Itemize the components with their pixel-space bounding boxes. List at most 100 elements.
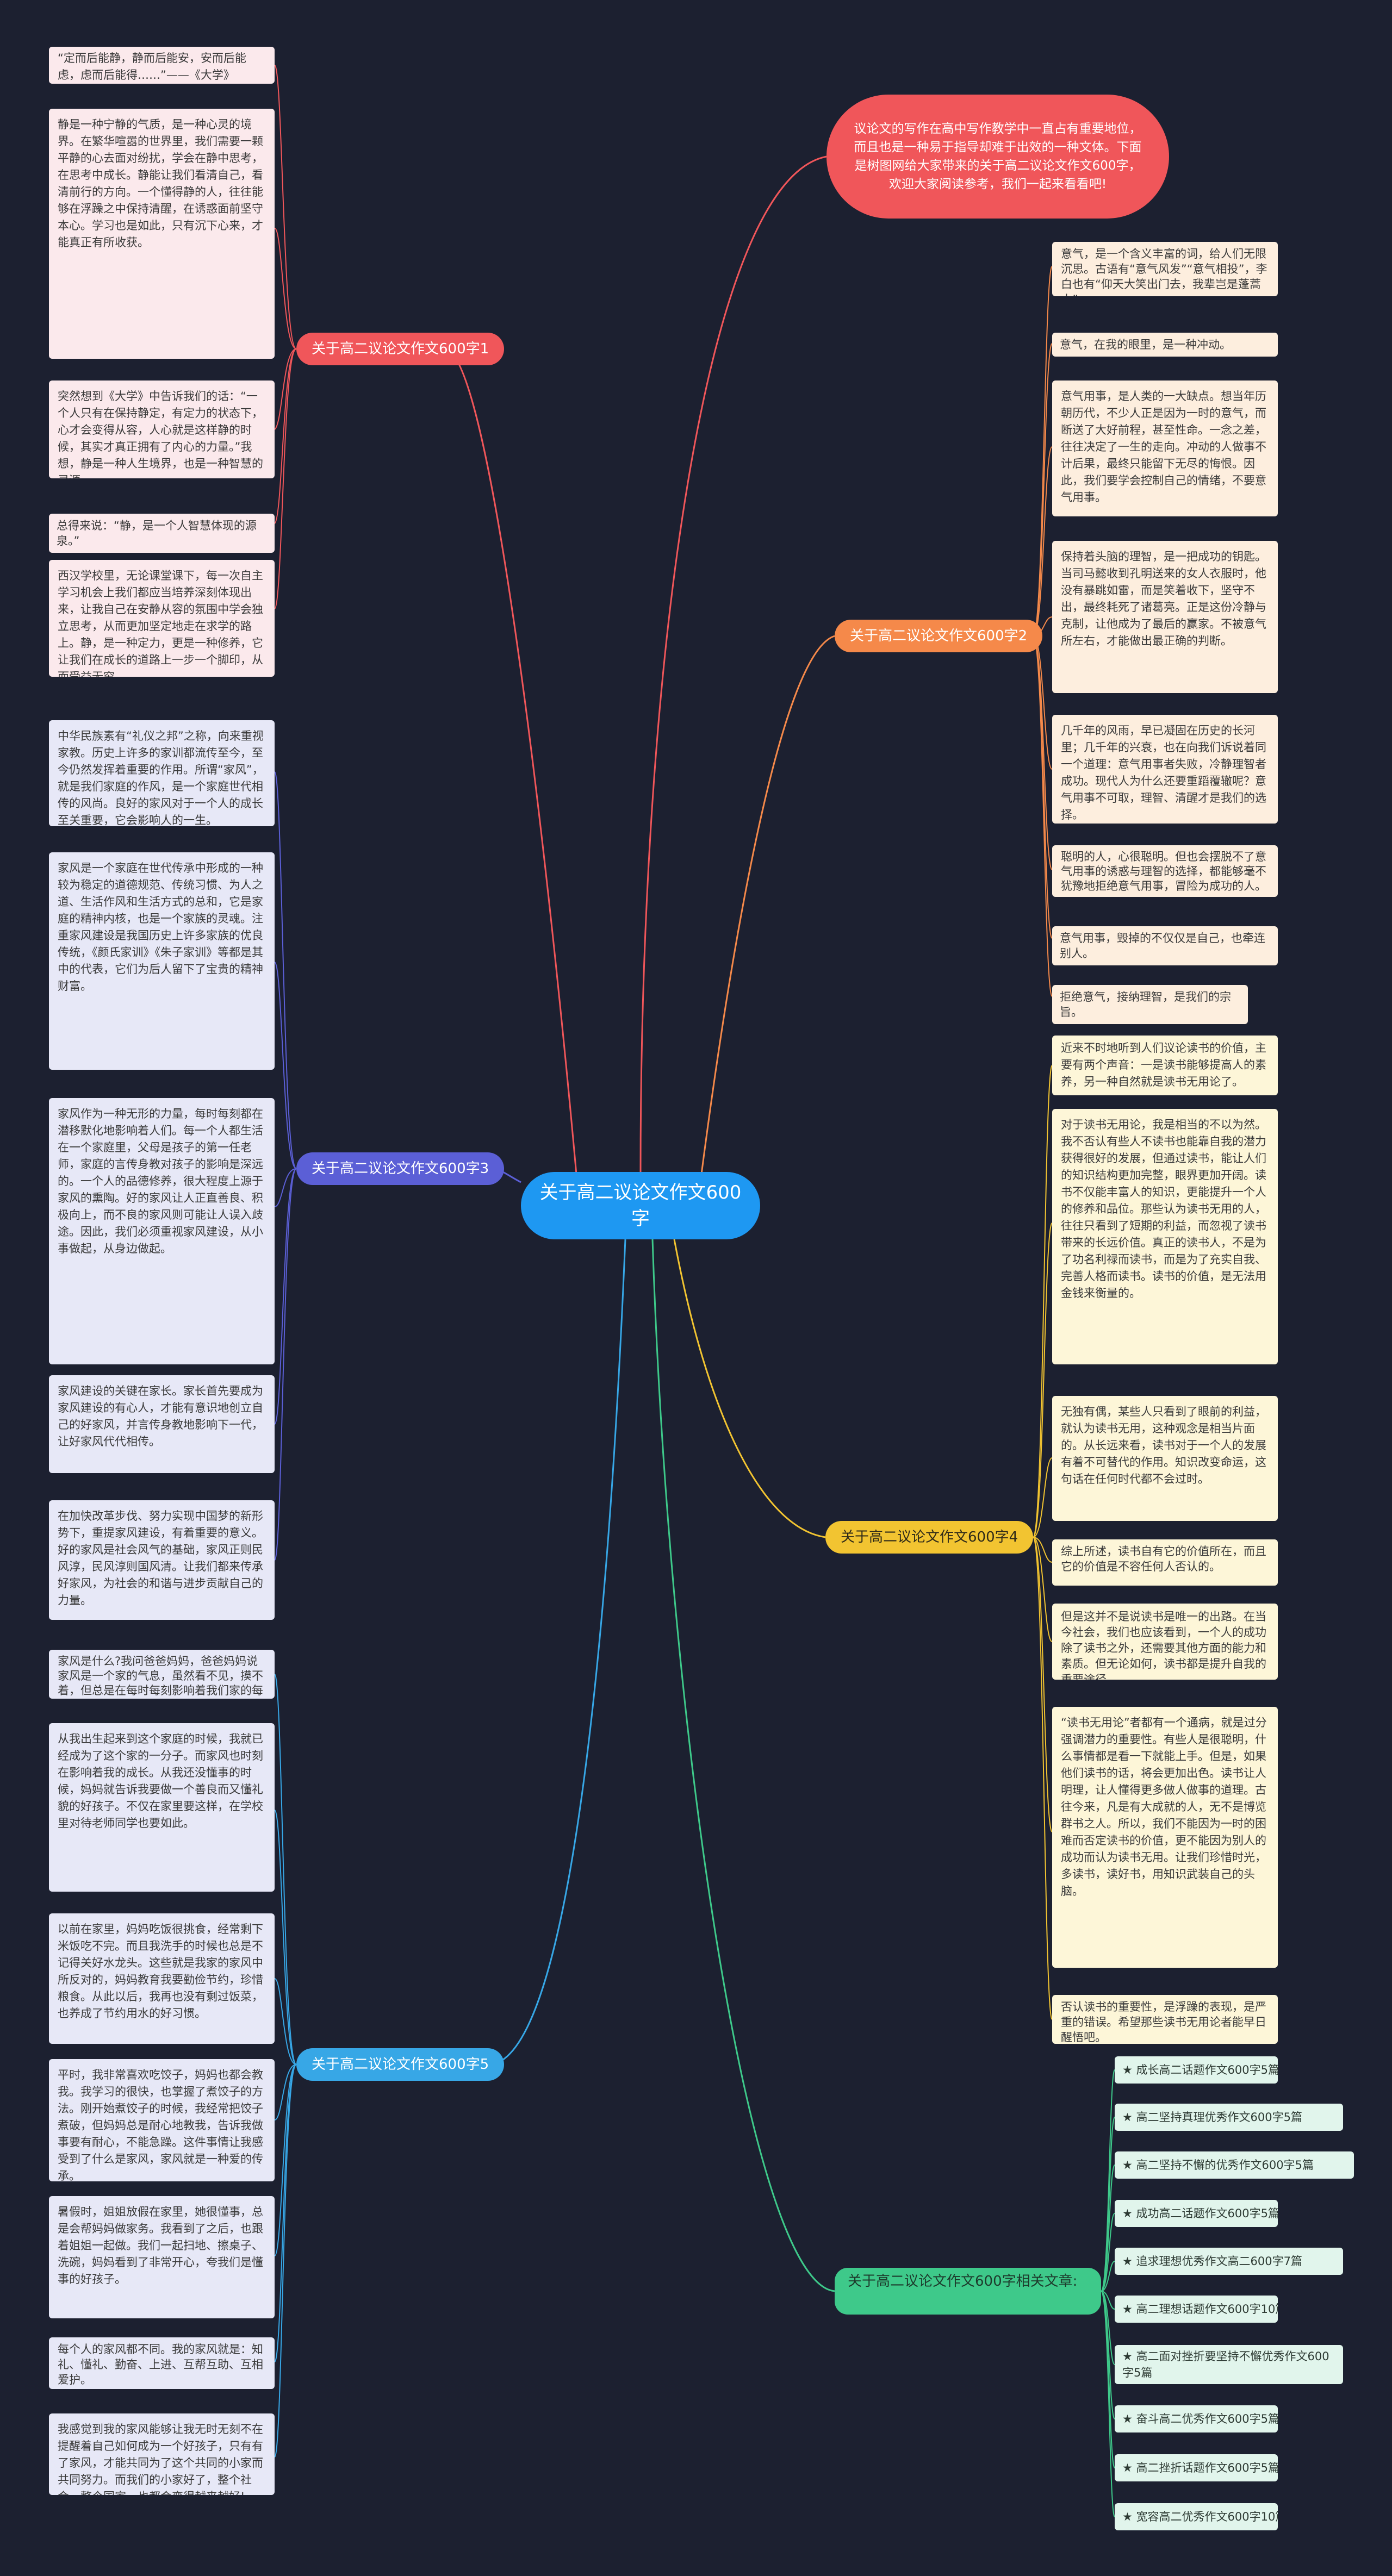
branch-2-card-7: 意气用事，毁掉的不仅仅是自己，也牵连别人。 — [1052, 926, 1278, 965]
branch-5-card-6: 每个人的家风都不同。我的家风就是：知礼、懂礼、勤奋、上进、互帮互助、互相爱护。 — [49, 2337, 275, 2389]
branch-2-card-1: 意气，是一个含义丰富的词，给人们无限沉思。古语有“意气风发”“意气相投”，李白也… — [1052, 242, 1278, 296]
branch-4[interactable]: 关于高二议论文作文600字4 — [825, 1521, 1034, 1554]
branch-1-card-2-text: 静是一种宁静的气质，是一种心灵的境界。在繁华喧嚣的世界里，我们需要一颗平静的心去… — [58, 118, 263, 249]
branch-4-card-2-text: 对于读书无用论，我是相当的不以为然。我不否认有些人不读书也能靠自我的潜力获得很好… — [1061, 1118, 1266, 1300]
branch-3-label: 关于高二议论文作文600字3 — [312, 1161, 489, 1177]
branch-1-label: 关于高二议论文作文600字1 — [312, 341, 489, 357]
branch-2-card-6: 聪明的人，心很聪明。但也会摆脱不了意气用事的诱惑与理智的选择，都能够毫不犹豫地拒… — [1052, 845, 1278, 897]
branch-4-card-4: 综上所述，读书自有它的价值所在，而且它的价值是不容任何人否认的。 — [1052, 1539, 1278, 1586]
branch-3-card-1-text: 中华民族素有“礼仪之邦”之称，向来重视家教。历史上许多的家训都流传至今，至今仍然… — [58, 729, 264, 826]
branch-2-card-2: 意气，在我的眼里，是一种冲动。 — [1052, 333, 1278, 357]
branch-1-card-3-text: 突然想到《大学》中告诉我们的话：“一个人只有在保持静定，有定力的状态下，心才会变… — [58, 390, 263, 478]
related-link-1-label: ★ 成长高二话题作文600字5篇 — [1122, 2063, 1278, 2076]
branch-2-card-1-text: 意气，是一个含义丰富的词，给人们无限沉思。古语有“意气风发”“意气相投”，李白也… — [1061, 247, 1267, 296]
related-link-10[interactable]: ★ 宽容高二优秀作文600字10篇 — [1115, 2503, 1278, 2530]
branch-4-card-7: 否认读书的重要性，是浮躁的表现，是严重的错误。希望那些读书无用论者能早日醒悟吧。 — [1052, 1995, 1278, 2044]
branch-4-card-2: 对于读书无用论，我是相当的不以为然。我不否认有些人不读书也能靠自我的潜力获得很好… — [1052, 1109, 1278, 1364]
related-link-9[interactable]: ★ 高二挫折话题作文600字5篇 — [1115, 2454, 1278, 2481]
branch-5[interactable]: 关于高二议论文作文600字5 — [296, 2048, 505, 2081]
related-link-10-label: ★ 宽容高二优秀作文600字10篇 — [1122, 2510, 1278, 2523]
branch-4-card-5: 但是这并不是说读书是唯一的出路。在当今社会，我们也应该看到，一个人的成功除了读书… — [1052, 1604, 1278, 1680]
related-link-3-label: ★ 高二坚持不懈的优秀作文600字5篇 — [1122, 2159, 1314, 2172]
branch-1-card-4: 总得来说：“静，是一个人智慧体现的源泉。” — [49, 514, 275, 553]
branch-4-card-7-text: 否认读书的重要性，是浮躁的表现，是严重的错误。希望那些读书无用论者能早日醒悟吧。 — [1061, 2000, 1266, 2044]
branch-1-card-3: 突然想到《大学》中告诉我们的话：“一个人只有在保持静定，有定力的状态下，心才会变… — [49, 381, 275, 478]
branch-1-card-5: 西汉学校里，无论课堂课下，每一次自主学习机会上我们都应当培养深刻体现出来，让我自… — [49, 560, 275, 677]
branch-3-card-4: 家风建设的关键在家长。家长首先要成为家风建设的有心人，才能有意识地创立自己的好家… — [49, 1375, 275, 1473]
branch-5-card-1: 家风是什么?我问爸爸妈妈，爸爸妈妈说家风是一个家的气息，虽然看不见，摸不着，但总… — [49, 1650, 275, 1699]
related-link-3[interactable]: ★ 高二坚持不懈的优秀作文600字5篇 — [1115, 2151, 1354, 2179]
branch-3-card-2-text: 家风是一个家庭在世代传承中形成的一种较为稳定的道德规范、传统习惯、为人之道、生活… — [58, 862, 263, 993]
branch-4-card-5-text: 但是这并不是说读书是唯一的出路。在当今社会，我们也应该看到，一个人的成功除了读书… — [1061, 1610, 1266, 1680]
branch-3-card-4-text: 家风建设的关键在家长。家长首先要成为家风建设的有心人，才能有意识地创立自己的好家… — [58, 1384, 263, 1448]
branch-3-card-3: 家风作为一种无形的力量，每时每刻都在潜移默化地影响着人们。每一个人都生活在一个家… — [49, 1098, 275, 1364]
branch-2-card-4-text: 保持着头脑的理智，是一把成功的钥匙。当司马懿收到孔明送来的女人衣服时，他没有暴跳… — [1061, 550, 1266, 647]
related-link-4[interactable]: ★ 成功高二话题作文600字5篇 — [1115, 2200, 1278, 2227]
branch-4-card-4-text: 综上所述，读书自有它的价值所在，而且它的价值是不容任何人否认的。 — [1061, 1545, 1266, 1573]
related-link-4-label: ★ 成功高二话题作文600字5篇 — [1122, 2207, 1278, 2220]
branch-5-card-4-text: 平时，我非常喜欢吃饺子，妈妈也都会教我。我学习的很快，也掌握了煮饺子的方法。刚开… — [58, 2068, 263, 2181]
branch-3-card-3-text: 家风作为一种无形的力量，每时每刻都在潜移默化地影响着人们。每一个人都生活在一个家… — [58, 1107, 263, 1255]
branch-5-card-2-text: 从我出生起来到这个家庭的时候，我就已经成为了这个家的一分子。而家风也时刻在影响着… — [58, 1732, 263, 1830]
branch-2-card-2-text: 意气，在我的眼里，是一种冲动。 — [1060, 338, 1231, 351]
related-link-2[interactable]: ★ 高二坚持真理优秀作文600字5篇 — [1115, 2104, 1343, 2131]
branch-2-card-8: 拒绝意气，接纳理智，是我们的宗旨。 — [1052, 985, 1248, 1024]
related-link-6[interactable]: ★ 高二理想话题作文600字10篇 — [1115, 2296, 1278, 2323]
branch-5-label: 关于高二议论文作文600字5 — [312, 2056, 489, 2073]
related-link-6-label: ★ 高二理想话题作文600字10篇 — [1122, 2303, 1278, 2316]
related-link-7[interactable]: ★ 高二面对挫折要坚持不懈优秀作文600字5篇 — [1115, 2345, 1343, 2384]
branch-4-card-1: 近来不时地听到人们议论读书的价值，主要有两个声音：一是读书能够提高人的素养，另一… — [1052, 1036, 1278, 1095]
branch-5-card-4: 平时，我非常喜欢吃饺子，妈妈也都会教我。我学习的很快，也掌握了煮饺子的方法。刚开… — [49, 2059, 275, 2181]
branch-5-card-5: 暑假时，姐姐放假在家里，她很懂事，总是会帮妈妈做家务。我看到了之后，也跟着姐姐一… — [49, 2196, 275, 2318]
branch-5-card-7: 我感觉到我的家风能够让我无时无刻不在提醒着自己如何成为一个好孩子，只有有了家风，… — [49, 2413, 275, 2495]
intro-node[interactable]: 议论文的写作在高中写作教学中一直占有重要地位，而且也是一种易于指导却难于出效的一… — [826, 95, 1169, 219]
branch-1[interactable]: 关于高二议论文作文600字1 — [296, 333, 505, 365]
root-topic[interactable]: 关于高二议论文作文600字 — [521, 1172, 760, 1239]
branch-2-card-5: 几千年的风雨，早已凝固在历史的长河里；几千年的兴衰，也在向我们诉说着同一个道理：… — [1052, 715, 1278, 824]
branch-2-card-3: 意气用事，是人类的一大缺点。想当年历朝历代，不少人正是因为一时的意气，而断送了大… — [1052, 381, 1278, 516]
branch-1-card-4-text: 总得来说：“静，是一个人智慧体现的源泉。” — [57, 519, 257, 547]
branch-1-card-1: “定而后能静，静而后能安，安而后能虑，虑而后能得……”——《大学》 — [49, 47, 275, 84]
related-link-7-label: ★ 高二面对挫折要坚持不懈优秀作文600字5篇 — [1122, 2350, 1329, 2379]
branch-3-card-5-text: 在加快改革步伐、努力实现中国梦的新形势下，重提家风建设，有着重要的意义。好的家风… — [58, 1510, 263, 1607]
related-link-8-label: ★ 奋斗高二优秀作文600字5篇 — [1122, 2412, 1278, 2425]
branch-5-card-6-text: 每个人的家风都不同。我的家风就是：知礼、懂礼、勤奋、上进、互帮互助、互相爱护。 — [58, 2343, 263, 2386]
related-link-5-label: ★ 追求理想优秀作文高二600字7篇 — [1122, 2255, 1302, 2268]
branch-3-card-2: 家风是一个家庭在世代传承中形成的一种较为稳定的道德规范、传统习惯、为人之道、生活… — [49, 852, 275, 1070]
branch-4-label: 关于高二议论文作文600字4 — [841, 1529, 1018, 1545]
branch-1-card-1-text: “定而后能静，静而后能安，安而后能虑，虑而后能得……”——《大学》 — [58, 52, 246, 82]
branch-4-card-3-text: 无独有偶，某些人只看到了眼前的利益，就认为读书无用，这种观念是相当片面的。从长远… — [1061, 1405, 1266, 1486]
root-topic-label: 关于高二议论文作文600字 — [539, 1182, 742, 1230]
branch-6-label: 关于高二议论文作文600字相关文章: — [848, 2273, 1078, 2290]
branch-2-card-3-text: 意气用事，是人类的一大缺点。想当年历朝历代，不少人正是因为一时的意气，而断送了大… — [1061, 390, 1266, 504]
related-link-5[interactable]: ★ 追求理想优秀作文高二600字7篇 — [1115, 2248, 1343, 2275]
branch-5-card-5-text: 暑假时，姐姐放假在家里，她很懂事，总是会帮妈妈做家务。我看到了之后，也跟着姐姐一… — [58, 2205, 263, 2286]
related-link-8[interactable]: ★ 奋斗高二优秀作文600字5篇 — [1115, 2405, 1278, 2432]
branch-5-card-2: 从我出生起来到这个家庭的时候，我就已经成为了这个家的一分子。而家风也时刻在影响着… — [49, 1723, 275, 1892]
related-link-9-label: ★ 高二挫折话题作文600字5篇 — [1122, 2461, 1278, 2474]
related-link-1[interactable]: ★ 成长高二话题作文600字5篇 — [1115, 2056, 1278, 2084]
branch-2-card-4: 保持着头脑的理智，是一把成功的钥匙。当司马懿收到孔明送来的女人衣服时，他没有暴跳… — [1052, 541, 1278, 693]
branch-4-card-1-text: 近来不时地听到人们议论读书的价值，主要有两个声音：一是读书能够提高人的素养，另一… — [1061, 1041, 1266, 1088]
branch-1-card-2: 静是一种宁静的气质，是一种心灵的境界。在繁华喧嚣的世界里，我们需要一颗平静的心去… — [49, 109, 275, 359]
branch-5-card-7-text: 我感觉到我的家风能够让我无时无刻不在提醒着自己如何成为一个好孩子，只有有了家风，… — [58, 2423, 263, 2495]
branch-3-card-5: 在加快改革步伐、努力实现中国梦的新形势下，重提家风建设，有着重要的意义。好的家风… — [49, 1500, 275, 1620]
branch-5-card-1-text: 家风是什么?我问爸爸妈妈，爸爸妈妈说家风是一个家的气息，虽然看不见，摸不着，但总… — [58, 1655, 263, 1697]
branch-2[interactable]: 关于高二议论文作文600字2 — [835, 620, 1043, 652]
branch-1-card-5-text: 西汉学校里，无论课堂课下，每一次自主学习机会上我们都应当培养深刻体现出来，让我自… — [58, 569, 263, 677]
branch-5-card-3: 以前在家里，妈妈吃饭很挑食，经常剩下米饭吃不完。而且我洗手的时候也总是不记得关好… — [49, 1913, 275, 2044]
branch-3[interactable]: 关于高二议论文作文600字3 — [296, 1152, 505, 1185]
intro-text: 议论文的写作在高中写作教学中一直占有重要地位，而且也是一种易于指导却难于出效的一… — [854, 122, 1142, 191]
branch-2-card-7-text: 意气用事，毁掉的不仅仅是自己，也牵连别人。 — [1060, 932, 1265, 960]
branch-6[interactable]: 关于高二议论文作文600字相关文章: — [835, 2268, 1101, 2315]
branch-5-card-3-text: 以前在家里，妈妈吃饭很挑食，经常剩下米饭吃不完。而且我洗手的时候也总是不记得关好… — [58, 1923, 263, 2020]
branch-4-card-3: 无独有偶，某些人只看到了眼前的利益，就认为读书无用，这种观念是相当片面的。从长远… — [1052, 1396, 1278, 1521]
branch-3-card-1: 中华民族素有“礼仪之邦”之称，向来重视家教。历史上许多的家训都流传至今，至今仍然… — [49, 720, 275, 826]
branch-2-card-5-text: 几千年的风雨，早已凝固在历史的长河里；几千年的兴衰，也在向我们诉说着同一个道理：… — [1061, 724, 1266, 821]
branch-2-card-6-text: 聪明的人，心很聪明。但也会摆脱不了意气用事的诱惑与理智的选择，都能够毫不犹豫地拒… — [1061, 850, 1266, 893]
branch-4-card-6: “读书无用论”者都有一个通病，就是过分强调潜力的重要性。有些人是很聪明，什么事情… — [1052, 1707, 1278, 1968]
related-link-2-label: ★ 高二坚持真理优秀作文600字5篇 — [1122, 2111, 1302, 2124]
branch-2-card-8-text: 拒绝意气，接纳理智，是我们的宗旨。 — [1060, 990, 1231, 1019]
branch-2-label: 关于高二议论文作文600字2 — [850, 628, 1028, 644]
